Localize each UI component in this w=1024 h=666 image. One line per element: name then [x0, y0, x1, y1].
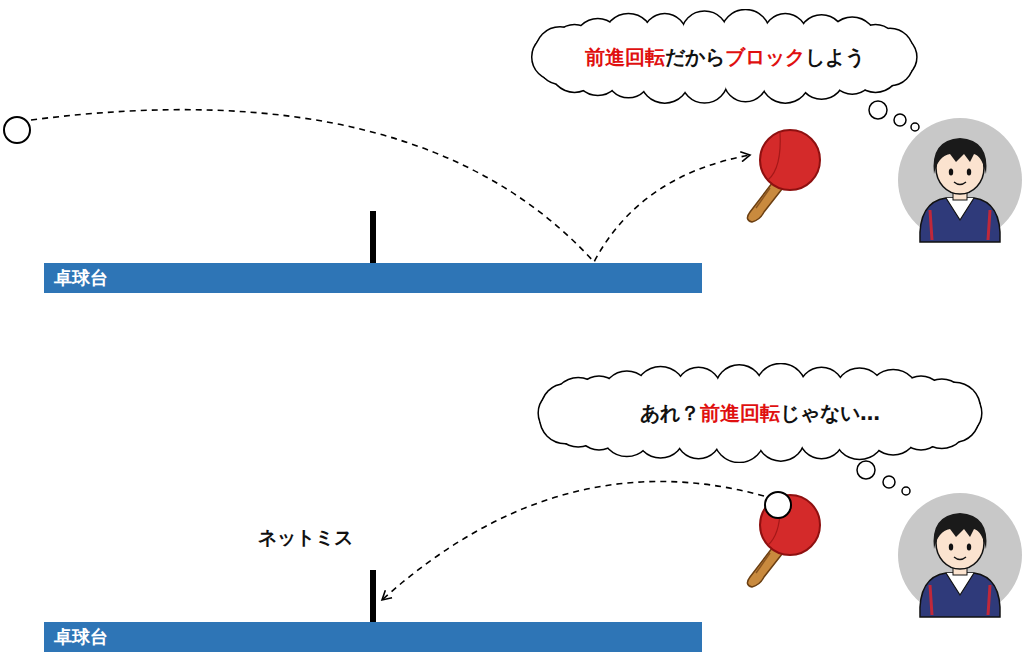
- thought-bubble: 前進回転だからブロックしよう: [530, 9, 920, 105]
- ball-path: [382, 481, 764, 600]
- ball: [4, 117, 30, 143]
- thought-bubble: あれ？前進回転じゃない…: [535, 363, 985, 463]
- table-band: 卓球台: [44, 622, 702, 652]
- text-line: 卓球台: [44, 263, 702, 293]
- player: [898, 493, 1022, 617]
- thought-text: 前進回転: [700, 401, 780, 425]
- thought-text: 卓球台: [54, 267, 108, 288]
- ball: [765, 492, 791, 518]
- thought-text: ブロック: [725, 45, 805, 69]
- text-line: 卓球台: [44, 622, 702, 652]
- thought-text: じゃない…: [780, 401, 880, 425]
- thought-text: しよう: [805, 45, 865, 69]
- text-line: 前進回転だからブロックしよう: [585, 44, 865, 71]
- paddle: [747, 130, 820, 222]
- text-line: あれ？前進回転じゃない…: [640, 400, 880, 427]
- ball-path: [31, 110, 750, 262]
- note-label: ネットミス: [258, 525, 353, 551]
- thought-text: だから: [665, 45, 725, 69]
- thought-text: 前進回転: [585, 45, 665, 69]
- table-band: 卓球台: [44, 263, 702, 293]
- net: [370, 211, 376, 263]
- player: [898, 118, 1022, 242]
- net: [370, 570, 376, 622]
- thought-text: あれ？: [640, 401, 700, 425]
- thought-text: 卓球台: [54, 626, 108, 647]
